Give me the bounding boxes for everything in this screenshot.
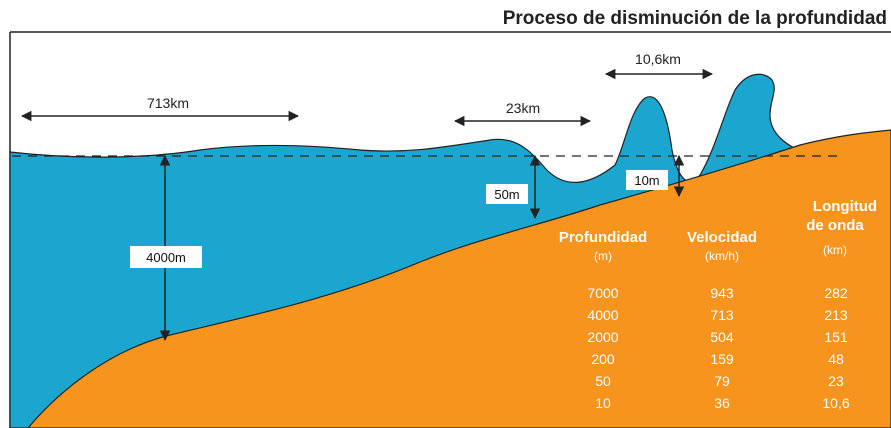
table-cell: 10,6 (822, 395, 849, 411)
table-cell: 48 (828, 351, 844, 367)
table-cell: 10 (595, 395, 611, 411)
table-cell: 36 (714, 395, 730, 411)
table-cell: 7000 (587, 285, 618, 301)
depth-label-mid-box (486, 184, 528, 204)
col-unit-speed: (km/h) (705, 249, 739, 263)
table-cell: 213 (824, 307, 848, 323)
table-cell: 50 (595, 373, 611, 389)
table-cell: 282 (824, 285, 848, 301)
table-cell: 4000 (587, 307, 618, 323)
depth-label-mid: 50m (494, 187, 519, 202)
wavelength-label-mid: 23km (506, 100, 540, 116)
diagram-title: Proceso de disminución de la profundidad (502, 8, 887, 29)
ocean-floor-land (27, 129, 891, 428)
depth-label-deep-box (130, 246, 202, 268)
table-cell: 151 (824, 329, 848, 345)
table-cell: 159 (710, 351, 734, 367)
wavelength-label-near: 10,6km (635, 51, 681, 67)
table-cell: 23 (828, 373, 844, 389)
col-header-speed: Velocidad (687, 229, 757, 246)
col-unit-wavelength: (km) (823, 243, 847, 257)
table-cell: 2000 (587, 329, 618, 345)
wavelength-label-far: 713km (147, 95, 189, 111)
table-cell: 200 (591, 351, 615, 367)
table-cell: 79 (714, 373, 730, 389)
depth-label-shallow-box (626, 170, 668, 190)
table-cell: 943 (710, 285, 734, 301)
depth-label-shallow: 10m (634, 173, 659, 188)
table-cell: 504 (710, 329, 734, 345)
col-header-wavelength-line1: Longitud (813, 198, 877, 215)
col-header-wavelength-line2: de onda (806, 217, 864, 234)
table-cell: 713 (710, 307, 734, 323)
table-column-wavelength: 282 213 151 48 23 10,6 (822, 285, 849, 411)
col-header-depth: Profundidad (559, 229, 647, 246)
table-column-depth: 7000 4000 2000 200 50 10 (587, 285, 618, 411)
table-column-speed: 943 713 504 159 79 36 (710, 285, 734, 411)
depth-label-deep: 4000m (146, 250, 186, 265)
col-unit-depth: (m) (594, 249, 612, 263)
